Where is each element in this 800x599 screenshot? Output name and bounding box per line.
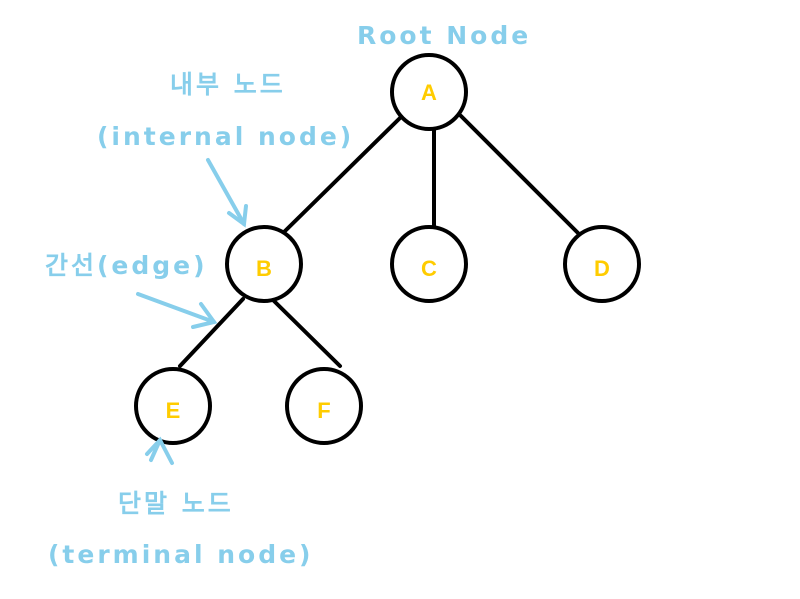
terminal-node-annotation-ko: 단말 노드 bbox=[118, 489, 234, 518]
nodes-group bbox=[134, 53, 641, 445]
edge-annotation: 간선(edge) bbox=[45, 251, 208, 280]
edge-b-e bbox=[178, 297, 245, 368]
node-f-circle bbox=[285, 367, 363, 445]
edge-a-b bbox=[280, 116, 402, 236]
terminal-node-arrow bbox=[145, 436, 174, 465]
node-label-c: C bbox=[421, 256, 437, 281]
edges-group bbox=[178, 114, 580, 368]
terminal-node-annotation-en: (terminal node) bbox=[48, 540, 313, 569]
node-label-f: F bbox=[317, 398, 330, 423]
internal-node-arrow bbox=[206, 158, 248, 228]
node-c-circle bbox=[390, 225, 468, 303]
internal-node-annotation-en: (internal node) bbox=[97, 122, 354, 151]
node-a-circle bbox=[390, 53, 468, 131]
node-label-e: E bbox=[166, 398, 181, 423]
edge-arrow bbox=[136, 292, 218, 329]
node-label-a: A bbox=[421, 80, 437, 105]
root-node-annotation: Root Node bbox=[357, 21, 531, 50]
node-e-circle bbox=[134, 367, 212, 445]
internal-node-annotation-ko: 내부 노드 bbox=[170, 70, 286, 99]
node-label-d: D bbox=[594, 256, 610, 281]
node-d-circle bbox=[563, 225, 641, 303]
edge-b-f bbox=[271, 298, 342, 368]
node-label-b: B bbox=[256, 256, 272, 281]
edge-a-d bbox=[459, 114, 580, 235]
node-b-circle bbox=[225, 225, 303, 303]
